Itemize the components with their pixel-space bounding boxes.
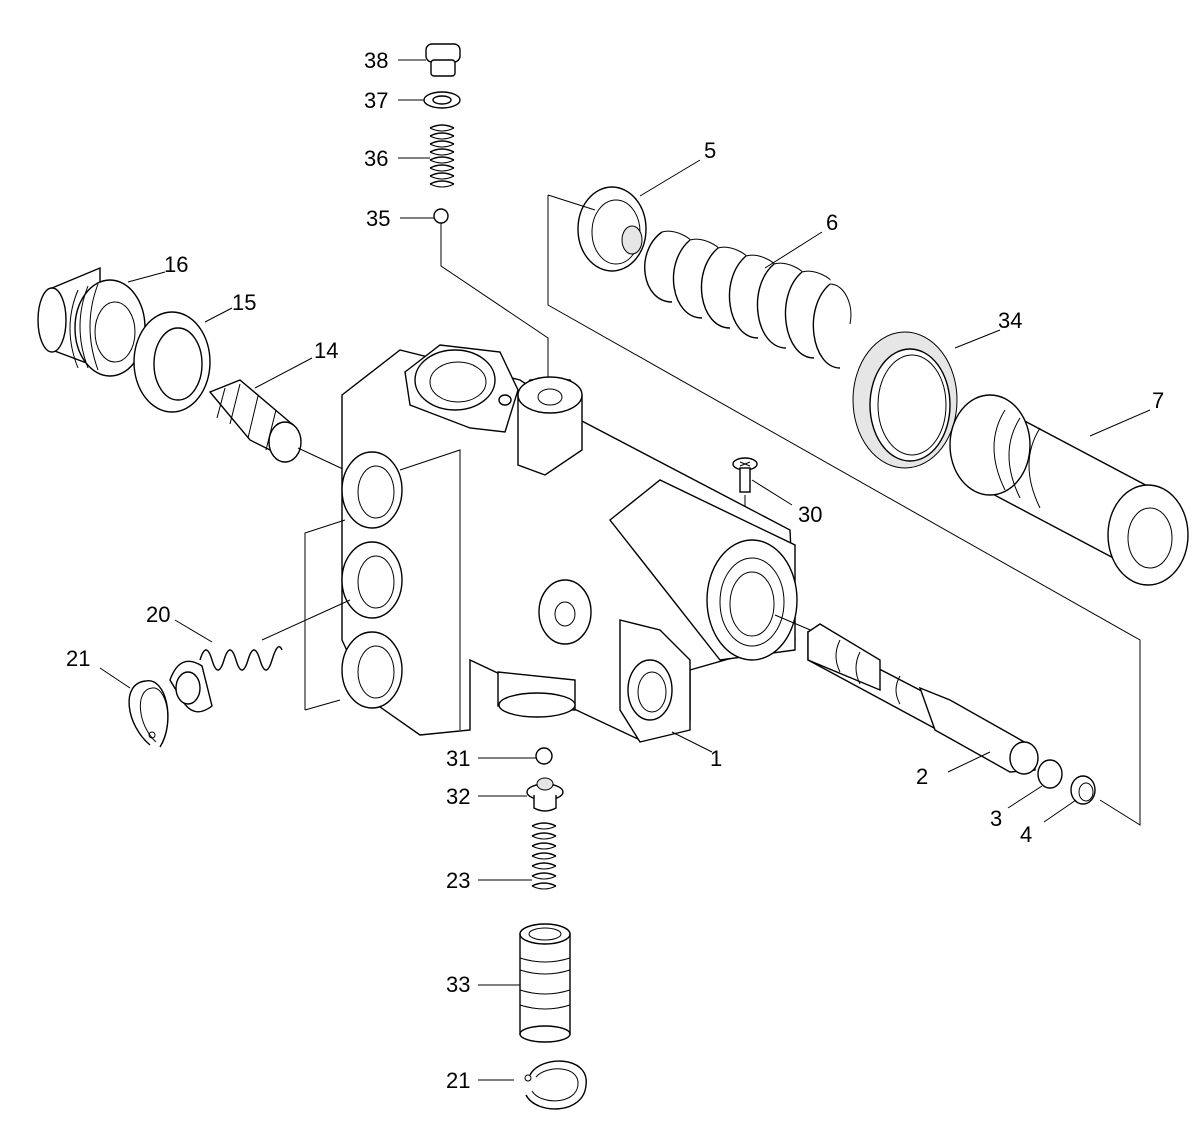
part-38-plug bbox=[398, 43, 461, 77]
part-6-large-spring bbox=[644, 230, 852, 369]
part-31-ball bbox=[478, 747, 553, 765]
part-1-valve-body bbox=[341, 344, 798, 753]
label-3: 3 bbox=[990, 806, 1002, 831]
label-33: 33 bbox=[446, 972, 470, 997]
part-35-ball bbox=[400, 208, 549, 392]
label-4: 4 bbox=[1020, 822, 1032, 847]
label-15: 15 bbox=[232, 290, 256, 315]
label-31: 31 bbox=[446, 746, 470, 771]
part-32-seat bbox=[478, 777, 564, 812]
part-labels: 38 37 36 35 5 6 16 15 14 34 7 30 20 21 1… bbox=[66, 48, 1164, 1093]
label-16: 16 bbox=[164, 252, 188, 277]
label-37: 37 bbox=[364, 88, 388, 113]
label-38: 38 bbox=[364, 48, 388, 73]
part-20-spring-poppet bbox=[169, 619, 283, 713]
part-16-threaded-plug bbox=[37, 266, 166, 377]
part-4-snap-ring bbox=[1043, 775, 1096, 823]
label-21-left: 21 bbox=[66, 646, 90, 671]
label-2: 2 bbox=[916, 764, 928, 789]
part-2-spool bbox=[807, 623, 1039, 775]
part-37-washer bbox=[398, 91, 461, 109]
part-23-spring bbox=[478, 822, 557, 890]
part-21-snap-ring-left bbox=[99, 667, 169, 748]
part-7-piston bbox=[949, 394, 1189, 586]
label-7: 7 bbox=[1152, 388, 1164, 413]
label-34: 34 bbox=[998, 308, 1022, 333]
label-14: 14 bbox=[314, 338, 338, 363]
part-21-snap-ring-bottom bbox=[478, 1060, 587, 1110]
part-33-sleeve bbox=[478, 923, 571, 1043]
label-5: 5 bbox=[704, 138, 716, 163]
part-14-cone bbox=[208, 357, 346, 471]
part-3-o-ring bbox=[1007, 759, 1063, 809]
label-20: 20 bbox=[146, 602, 170, 627]
label-21-bottom: 21 bbox=[446, 1068, 470, 1093]
part-34-knurled-ring bbox=[852, 329, 1001, 469]
label-35: 35 bbox=[366, 206, 390, 231]
label-30: 30 bbox=[798, 502, 822, 527]
part-15-washer bbox=[133, 307, 233, 413]
label-23: 23 bbox=[446, 868, 470, 893]
label-36: 36 bbox=[364, 146, 388, 171]
label-32: 32 bbox=[446, 784, 470, 809]
part-36-spring bbox=[398, 124, 455, 188]
label-1: 1 bbox=[710, 746, 722, 771]
label-6: 6 bbox=[826, 210, 838, 235]
assembly-lines bbox=[261, 194, 1141, 826]
part-5-cap bbox=[577, 159, 701, 272]
